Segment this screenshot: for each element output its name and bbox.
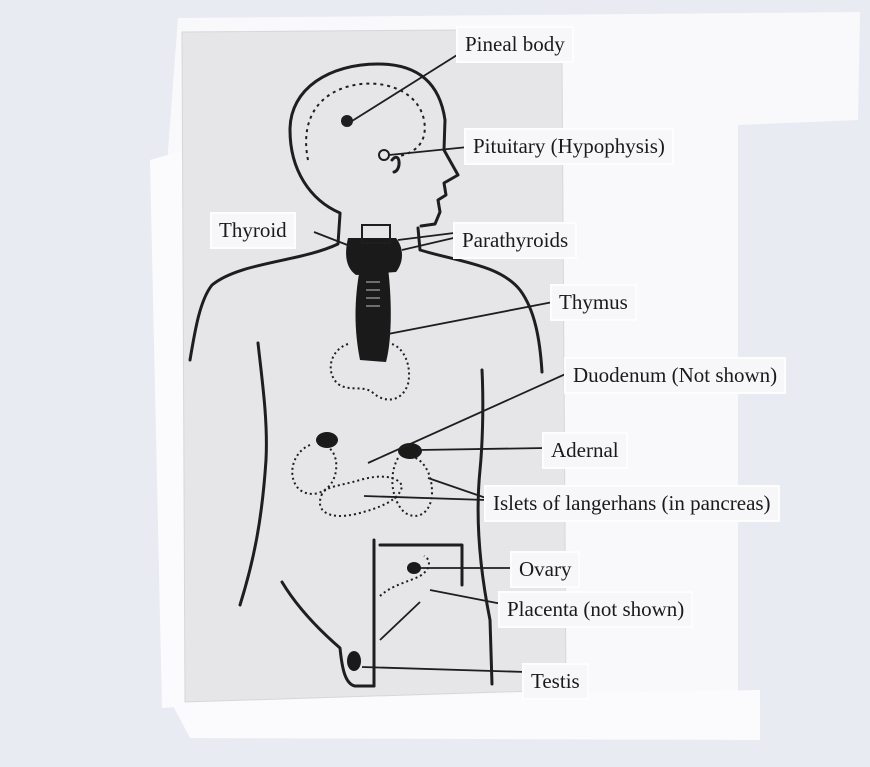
ovary-gland bbox=[407, 562, 421, 574]
label-placenta: Placenta (not shown) bbox=[500, 593, 691, 626]
pineal-body-gland bbox=[341, 115, 353, 127]
thymus-gland bbox=[356, 268, 391, 362]
label-adrenal: Adernal bbox=[544, 434, 626, 467]
label-testis: Testis bbox=[524, 665, 587, 698]
label-parathyroids: Parathyroids bbox=[455, 224, 575, 257]
label-pituitary: Pituitary (Hypophysis) bbox=[466, 130, 672, 163]
testis-gland bbox=[347, 651, 361, 671]
adrenal-right bbox=[398, 443, 422, 459]
label-thymus: Thymus bbox=[552, 286, 635, 319]
label-thyroid: Thyroid bbox=[212, 214, 294, 247]
label-pineal-body: Pineal body bbox=[458, 28, 572, 61]
label-duodenum: Duodenum (Not shown) bbox=[566, 359, 784, 392]
label-islets: Islets of langerhans (in pancreas) bbox=[486, 487, 778, 520]
label-ovary: Ovary bbox=[512, 553, 578, 586]
